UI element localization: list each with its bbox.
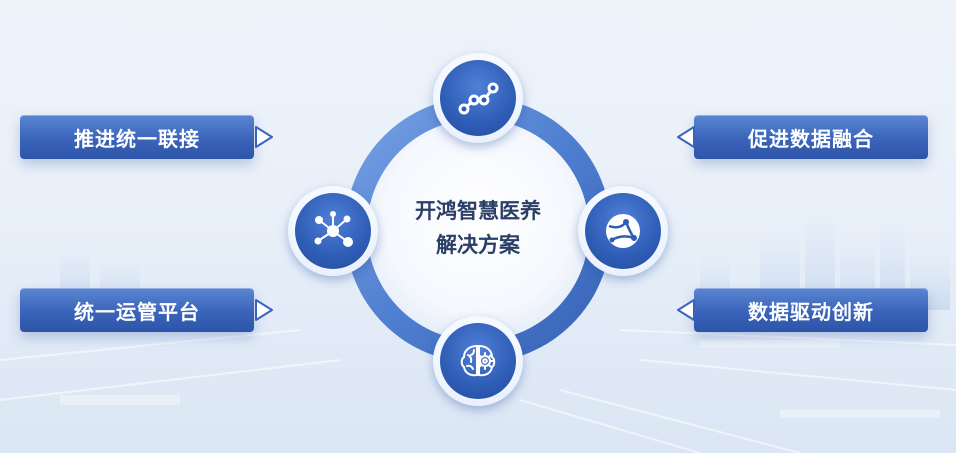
network-path-icon (458, 82, 499, 115)
bottom-node (433, 316, 523, 406)
center-title-line1: 开鸿智慧医养 (415, 199, 541, 223)
arrow-right-icon (255, 126, 273, 148)
label-bottom-left: 统一运管平台 (20, 288, 254, 332)
molecule-hub-icon (314, 211, 353, 247)
right-node (578, 186, 668, 276)
label-bottom-right: 数据驱动创新 (694, 288, 928, 332)
label-top-left-text: 推进统一联接 (74, 126, 200, 151)
center-title: 开鸿智慧医养 解决方案 (370, 194, 586, 262)
label-bottom-right-text: 数据驱动创新 (748, 299, 874, 324)
globe-network-icon (606, 214, 640, 248)
arrow-left-icon (677, 126, 695, 148)
center-title-line2: 解决方案 (436, 233, 520, 257)
arrow-left-icon (677, 299, 695, 321)
label-top-right-text: 促进数据融合 (748, 126, 874, 151)
left-node (288, 186, 378, 276)
label-bottom-left-text: 统一运管平台 (74, 299, 200, 324)
label-top-right: 促进数据融合 (694, 115, 928, 159)
label-top-left: 推进统一联接 (20, 115, 254, 159)
brain-gear-icon (460, 344, 496, 377)
top-node (433, 53, 523, 143)
arrow-right-icon (255, 299, 273, 321)
